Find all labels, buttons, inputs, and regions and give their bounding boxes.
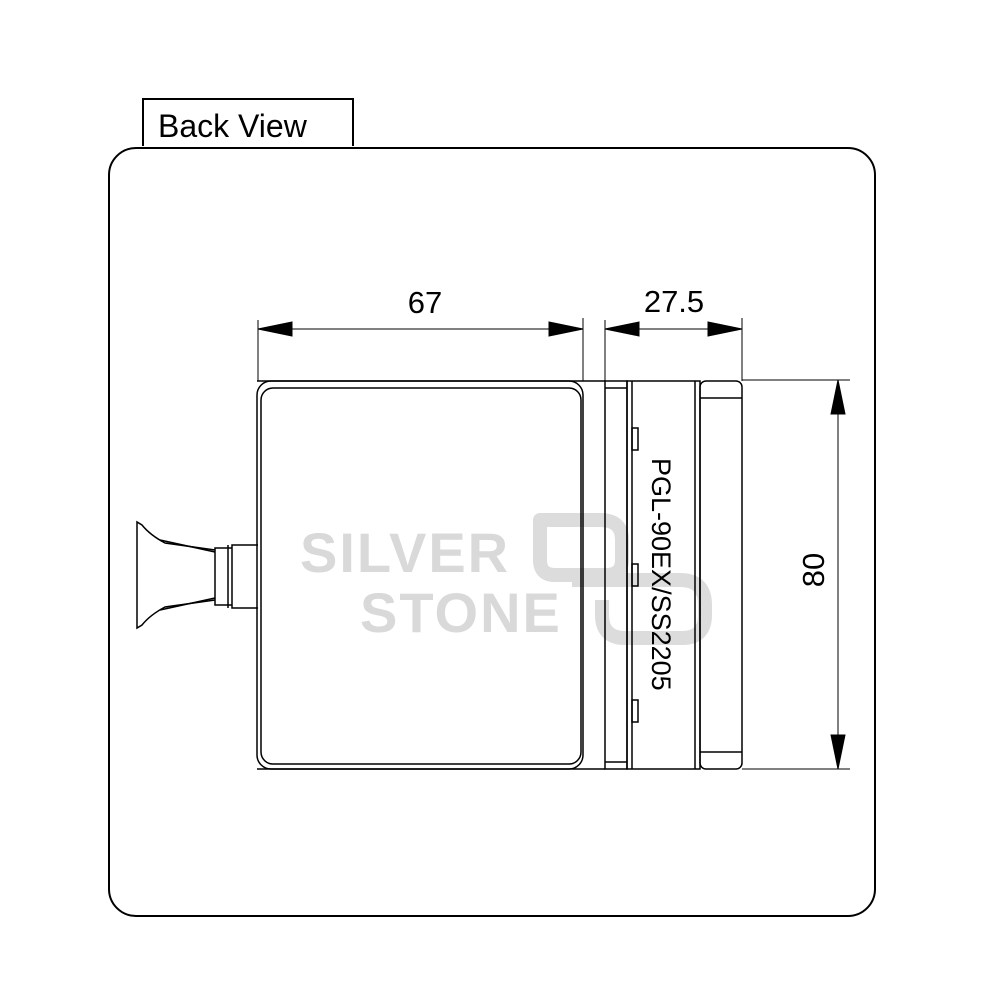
dimension-height — [742, 379, 850, 770]
watermark: SILVER STONE — [300, 513, 712, 645]
model-code-label: PGL-90EX/SS2205 — [646, 458, 676, 691]
watermark-line-2: STONE — [360, 581, 562, 644]
knob — [136, 520, 258, 630]
dimension-label-body-width: 67 — [408, 285, 442, 320]
drawing-frame — [108, 147, 876, 917]
watermark-logo-mark — [533, 513, 712, 645]
main-plate — [256, 380, 605, 770]
side-section — [604, 380, 743, 770]
dimension-label-height: 80 — [796, 553, 831, 587]
watermark-line-1: SILVER — [300, 521, 510, 584]
dimension-body-width — [257, 318, 584, 381]
view-title: Back View — [158, 108, 307, 144]
dimension-label-side-width: 27.5 — [644, 284, 704, 319]
dimension-side-width — [604, 318, 743, 381]
view-title-tab: Back View — [142, 98, 354, 146]
